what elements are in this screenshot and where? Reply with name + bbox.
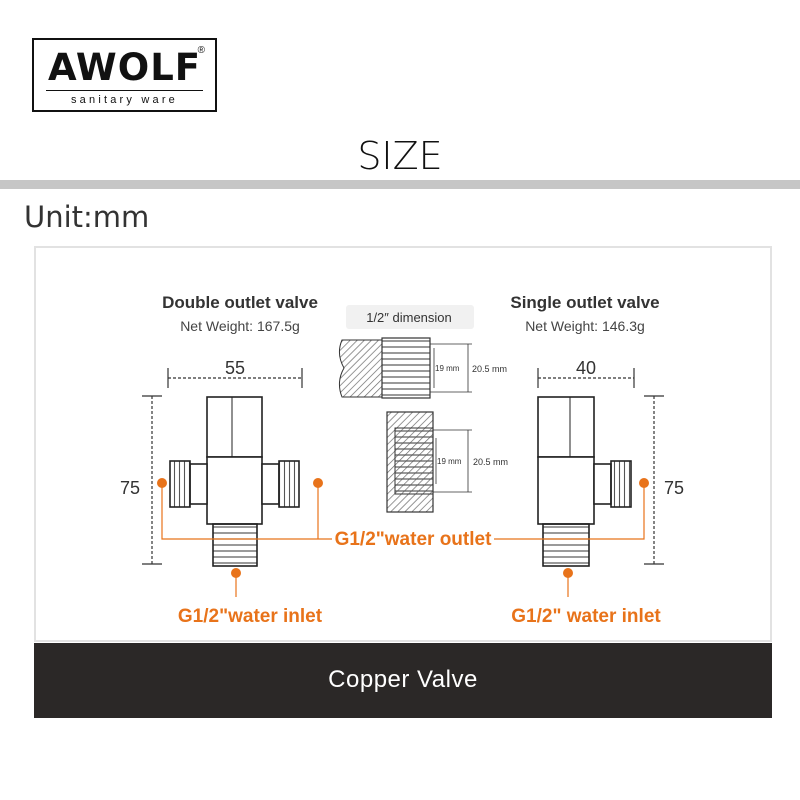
callout-dots xyxy=(157,478,649,578)
brand-tagline: sanitary ware xyxy=(70,94,178,106)
single-width-value: 40 xyxy=(576,358,596,378)
double-width-dimension: 55 xyxy=(167,358,303,388)
single-height-dimension: 75 xyxy=(644,395,684,565)
brand-name: AWOLF xyxy=(47,46,202,89)
single-width-dimension: 40 xyxy=(537,358,635,388)
logo-divider xyxy=(46,90,203,91)
single-height-value: 75 xyxy=(664,478,684,498)
registered-mark: ® xyxy=(197,45,205,56)
double-height-value: 75 xyxy=(120,478,140,498)
male-thread-drawing: 19 mm 20.5 mm xyxy=(338,337,507,399)
water-inlet-right-label: G1/2" water inlet xyxy=(511,606,661,627)
brand-logo: AWOLF ® sanitary ware xyxy=(32,38,217,112)
water-outlet-label: G1/2"water outlet xyxy=(335,529,492,550)
thread-dimension-label: 1/2″ dimension xyxy=(366,310,452,325)
single-valve-title: Single outlet valve xyxy=(510,293,659,312)
unit-label: Unit:mm xyxy=(24,200,150,234)
diagram-svg: Double outlet valve Net Weight: 167.5g 5… xyxy=(120,293,684,627)
water-inlet-left-label: G1/2"water inlet xyxy=(178,606,323,627)
title-divider xyxy=(0,180,800,189)
double-valve-drawing xyxy=(169,396,300,567)
double-height-dimension: 75 xyxy=(120,395,162,565)
single-valve-drawing xyxy=(537,396,632,567)
double-width-value: 55 xyxy=(225,358,245,378)
dimension-diagram: Double outlet valve Net Weight: 167.5g 5… xyxy=(34,246,772,642)
page-title: SIZE xyxy=(357,134,443,178)
double-valve-title: Double outlet valve xyxy=(162,293,318,312)
double-valve-weight: Net Weight: 167.5g xyxy=(180,318,300,334)
single-valve-weight: Net Weight: 146.3g xyxy=(525,318,645,334)
female-thread-drawing: 19 mm 20.5 mm xyxy=(386,411,508,513)
male-thread-inner: 19 mm xyxy=(435,364,460,373)
material-banner: Copper Valve xyxy=(34,643,772,718)
material-label: Copper Valve xyxy=(328,666,478,693)
male-thread-outer: 20.5 mm xyxy=(472,364,507,374)
thread-label-box xyxy=(346,305,474,329)
female-thread-inner: 19 mm xyxy=(437,457,462,466)
female-thread-outer: 20.5 mm xyxy=(473,457,508,467)
